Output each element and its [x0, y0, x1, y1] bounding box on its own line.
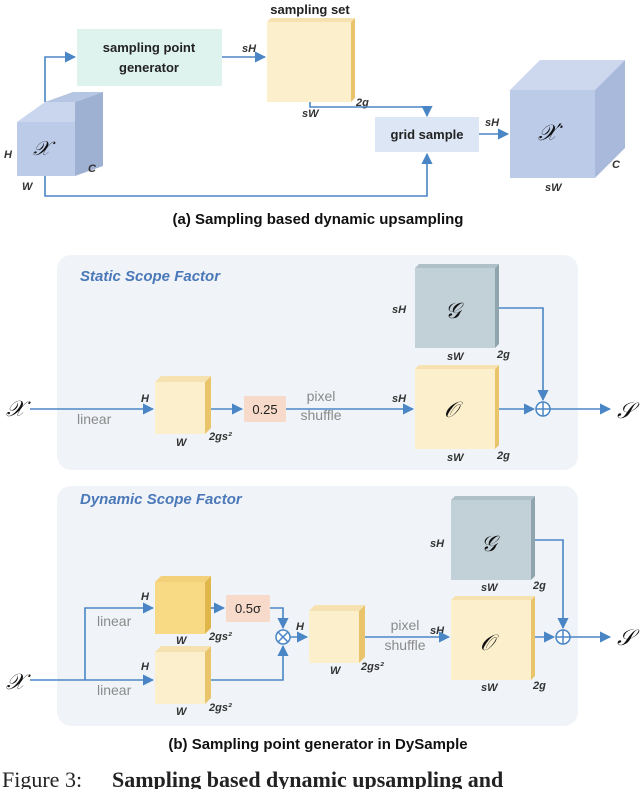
grid-symbol-static: 𝒢 [445, 299, 464, 324]
dim-sH-set: sH [242, 43, 257, 55]
scale-factor-box-static [244, 396, 286, 422]
arrows-a [44, 51, 510, 197]
dim-2gs2-dyn-merged: 2gs² [360, 661, 384, 673]
output-symbol-a: 𝒳′ [538, 121, 563, 146]
scale-factor-dynamic: 0.5σ [235, 601, 261, 616]
caption-b: (b) Sampling point generator in DySample [168, 736, 467, 753]
input-symbol-static: 𝒳 [6, 397, 31, 422]
offset-block-static [415, 365, 499, 449]
sampling-symbol-static: 𝒮 [617, 399, 640, 424]
caption-a: (a) Sampling based dynamic upsampling [173, 211, 464, 228]
dim-H-dyn-merged: H [296, 621, 305, 633]
scale-factor-box-dynamic [226, 595, 270, 622]
sampling-set-title: sampling set [270, 2, 350, 17]
feature-block-dynamic-lower [155, 646, 211, 704]
generator-label-line2: generator [119, 60, 179, 75]
dim-W-dyn-lower: W [176, 706, 188, 718]
pixel-label-dynamic: pixel [391, 617, 420, 633]
multiply-operator [275, 629, 291, 645]
sampling-point-generator-box [77, 29, 222, 86]
grid-symbol-dynamic: 𝒢 [481, 532, 500, 557]
grid-block-dynamic [451, 496, 535, 580]
dim-2g-G-static: 2g [496, 349, 510, 361]
dim-W-static: W [176, 437, 188, 449]
dim-sH-G-dynamic: sH [430, 538, 445, 550]
dim-sW-set: sW [302, 108, 320, 120]
static-scope-panel [57, 255, 578, 470]
dim-H-static: H [141, 393, 150, 405]
input-symbol-dynamic: 𝒳 [6, 670, 31, 695]
shuffle-label-static: shuffle [301, 407, 342, 423]
static-scope-title: Static Scope Factor [80, 268, 221, 285]
dim-2gs2-dyn-upper: 2gs² [208, 631, 232, 643]
linear-label-dyn-lower: linear [97, 682, 132, 698]
dim-sH-O-dynamic: sH [430, 625, 445, 637]
arrows-dynamic [30, 539, 612, 686]
add-operator-dynamic [555, 629, 571, 645]
dim-W-dyn-merged: W [330, 665, 342, 677]
input-tensor-cube-a [17, 92, 103, 176]
dim-2g-set: 2g [355, 97, 369, 109]
dim-sW-G-dynamic: sW [481, 582, 499, 594]
linear-label-static: linear [77, 411, 112, 427]
dim-2gs2-static: 2gs² [208, 431, 232, 443]
linear-label-dyn-upper: linear [97, 613, 132, 629]
dim-2gs2-dyn-lower: 2gs² [208, 702, 232, 714]
grid-block-static [415, 264, 499, 348]
dim-C-out: C [612, 159, 621, 171]
dim-2g-G-dynamic: 2g [532, 580, 546, 592]
offset-block-dynamic [451, 596, 535, 680]
dim-H-dyn-lower: H [141, 661, 150, 673]
grid-sample-label: grid sample [391, 127, 464, 142]
add-operator-static [535, 401, 551, 417]
arrows-static [30, 307, 612, 415]
figure-caption-text: Sampling based dynamic upsampling and [112, 767, 503, 789]
dim-C-a: C [88, 163, 97, 175]
dim-W-dyn-upper: W [176, 635, 188, 647]
sampling-set-block [267, 18, 355, 102]
generator-label-line1: sampling point [103, 40, 196, 55]
dim-W-a: W [22, 181, 34, 193]
scale-factor-static: 0.25 [252, 402, 277, 417]
grid-sample-box [375, 117, 479, 152]
dynamic-scope-title: Dynamic Scope Factor [80, 491, 243, 508]
dim-sH-O-static: sH [392, 393, 407, 405]
dim-2g-O-static: 2g [496, 450, 510, 462]
dim-H-dyn-upper: H [141, 591, 150, 603]
pixel-label-static: pixel [307, 388, 336, 404]
dim-sW-O-static: sW [447, 452, 465, 464]
dim-2g-O-dynamic: 2g [532, 680, 546, 692]
dim-sH-out: sH [485, 117, 500, 129]
dim-H-a: H [4, 149, 13, 161]
output-tensor-cube-a [510, 60, 625, 178]
dim-sW-out: sW [545, 182, 563, 194]
figure-label: Figure 3: [2, 767, 82, 789]
dim-sW-O-dynamic: sW [481, 682, 499, 694]
dim-sW-G-static: sW [447, 351, 465, 363]
dim-sH-G-static: sH [392, 304, 407, 316]
feature-block-static [155, 376, 211, 434]
shuffle-label-dynamic: shuffle [385, 637, 426, 653]
sampling-symbol-dynamic: 𝒮 [617, 626, 640, 651]
feature-block-dynamic-upper [155, 576, 211, 634]
feature-block-dynamic-merged [309, 605, 365, 663]
